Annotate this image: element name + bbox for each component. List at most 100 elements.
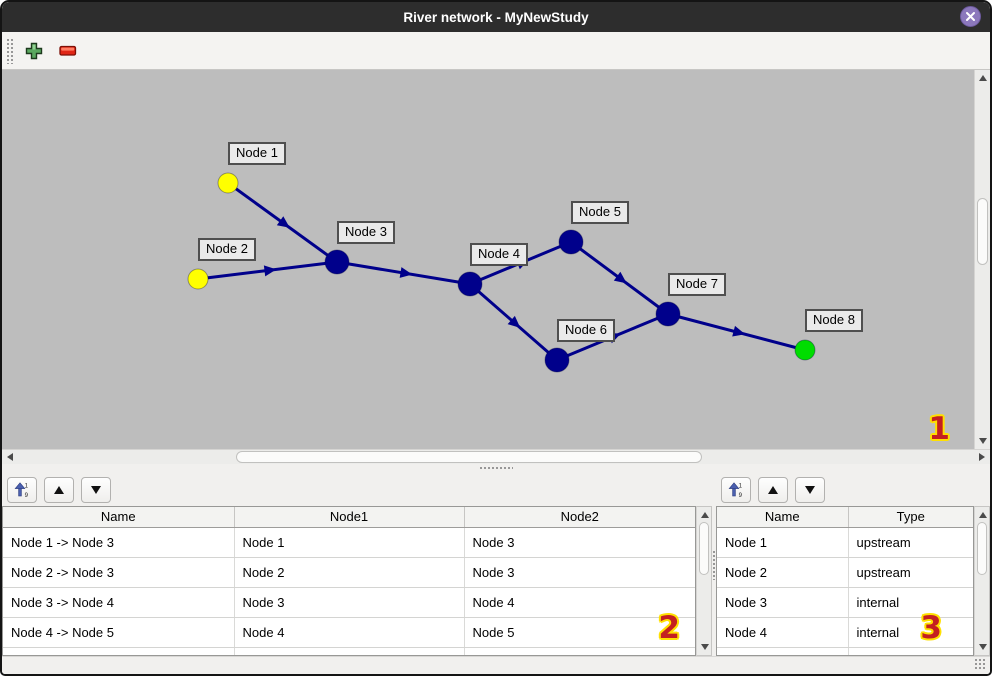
table-cell[interactable]: internal bbox=[848, 587, 973, 618]
node-node-2[interactable] bbox=[187, 268, 209, 290]
node-label[interactable]: Node 7 bbox=[668, 273, 726, 296]
sort-button[interactable]: 1 9 bbox=[7, 476, 37, 503]
table-cell[interactable]: Node 2 bbox=[717, 557, 849, 588]
column-header-type[interactable]: Type bbox=[848, 507, 973, 528]
links-toolbar: 1 9 bbox=[2, 473, 712, 506]
panel-number-1: 1 bbox=[928, 411, 950, 447]
column-header-name[interactable]: Name bbox=[717, 507, 849, 528]
table-cell[interactable]: Node 3 bbox=[464, 527, 695, 558]
scroll-left-icon[interactable] bbox=[7, 453, 13, 461]
splitter-handle[interactable] bbox=[479, 466, 513, 471]
table-cell[interactable]: Node 4 bbox=[717, 617, 849, 648]
move-up-button[interactable] bbox=[758, 476, 788, 503]
node-node-8[interactable] bbox=[794, 339, 816, 361]
table-cell[interactable]: Node 2 bbox=[234, 557, 465, 588]
table-row[interactable] bbox=[3, 647, 695, 655]
horizontal-splitter[interactable] bbox=[2, 464, 990, 473]
node-label[interactable]: Node 2 bbox=[198, 238, 256, 261]
node-node-6[interactable] bbox=[544, 347, 570, 373]
close-button[interactable] bbox=[960, 6, 981, 27]
node-node-7[interactable] bbox=[655, 301, 681, 327]
title-bar[interactable]: River network - MyNewStudy bbox=[2, 2, 990, 32]
node-label[interactable]: Node 6 bbox=[557, 319, 615, 342]
node-node-5[interactable] bbox=[558, 229, 584, 255]
canvas-hscroll-thumb[interactable] bbox=[236, 451, 702, 463]
close-icon bbox=[966, 12, 975, 21]
table-cell[interactable]: Node 5 bbox=[464, 617, 695, 648]
table-cell[interactable]: Node 3 bbox=[234, 587, 465, 618]
node-label[interactable]: Node 8 bbox=[805, 309, 863, 332]
table-cell[interactable]: Node 2 -> Node 3 bbox=[3, 557, 235, 588]
table-cell[interactable]: Node 1 bbox=[234, 527, 465, 558]
nodes-table-scrollbar[interactable] bbox=[974, 506, 990, 656]
move-up-button[interactable] bbox=[44, 476, 74, 503]
table-cell[interactable]: Node 1 bbox=[717, 527, 849, 558]
table-cell[interactable]: Node 1 -> Node 3 bbox=[3, 527, 235, 558]
up-arrow-icon bbox=[768, 485, 778, 494]
scroll-down-icon[interactable] bbox=[701, 644, 709, 650]
vertical-splitter[interactable] bbox=[712, 473, 716, 656]
table-cell[interactable]: Node 4 -> Node 5 bbox=[3, 617, 235, 648]
network-canvas[interactable]: 1 Node 1 Node 2 Node 3 Node 4 Node 5 Node 6 No… bbox=[2, 70, 974, 449]
sort-button[interactable]: 1 9 bbox=[721, 476, 751, 503]
table-cell[interactable]: Node 3 -> Node 4 bbox=[3, 587, 235, 618]
nodes-scroll-thumb[interactable] bbox=[977, 522, 987, 575]
table-cell[interactable]: internal bbox=[848, 617, 973, 648]
table-cell[interactable]: Node 3 bbox=[464, 557, 695, 588]
scroll-down-icon[interactable] bbox=[979, 438, 987, 444]
move-down-button[interactable] bbox=[81, 476, 111, 503]
add-button[interactable] bbox=[21, 38, 47, 64]
links-scroll-thumb[interactable] bbox=[699, 522, 709, 575]
node-label[interactable]: Node 1 bbox=[228, 142, 286, 165]
table-cell[interactable] bbox=[3, 647, 235, 655]
scroll-up-icon[interactable] bbox=[979, 75, 987, 81]
resize-grip[interactable] bbox=[974, 658, 987, 671]
down-arrow-icon bbox=[91, 485, 101, 494]
canvas-vscroll-thumb[interactable] bbox=[977, 198, 988, 265]
remove-button[interactable] bbox=[55, 38, 81, 64]
scroll-right-icon[interactable] bbox=[979, 453, 985, 461]
node-label[interactable]: Node 4 bbox=[470, 243, 528, 266]
node-node-4[interactable] bbox=[457, 271, 483, 297]
node-label[interactable]: Node 5 bbox=[571, 201, 629, 224]
table-cell[interactable]: Node 3 bbox=[717, 587, 849, 618]
table-cell[interactable] bbox=[717, 647, 849, 655]
node-node-1[interactable] bbox=[217, 172, 239, 194]
main-toolbar bbox=[2, 32, 990, 70]
column-header-name[interactable]: Name bbox=[3, 507, 235, 528]
table-cell[interactable]: upstream bbox=[848, 527, 973, 558]
toolbar-grip[interactable] bbox=[6, 37, 13, 64]
scroll-down-icon[interactable] bbox=[979, 644, 987, 650]
links-table-scrollbar[interactable] bbox=[696, 506, 712, 656]
scroll-up-icon[interactable] bbox=[979, 512, 987, 518]
node-label[interactable]: Node 3 bbox=[337, 221, 395, 244]
scroll-up-icon[interactable] bbox=[701, 512, 709, 518]
canvas-horizontal-scrollbar[interactable] bbox=[2, 449, 990, 464]
canvas-vertical-scrollbar[interactable] bbox=[974, 70, 990, 449]
table-row[interactable] bbox=[717, 647, 973, 655]
column-header-node2[interactable]: Node2 bbox=[464, 507, 695, 528]
move-down-button[interactable] bbox=[795, 476, 825, 503]
table-cell[interactable] bbox=[464, 647, 695, 655]
table-cell[interactable]: Node 4 bbox=[464, 587, 695, 618]
splitter-handle[interactable] bbox=[712, 549, 716, 580]
table-cell[interactable] bbox=[234, 647, 465, 655]
table-cell[interactable] bbox=[848, 647, 973, 655]
node-node-3[interactable] bbox=[324, 249, 350, 275]
table-cell[interactable]: Node 4 bbox=[234, 617, 465, 648]
column-header-node1[interactable]: Node1 bbox=[234, 507, 465, 528]
table-cell[interactable]: upstream bbox=[848, 557, 973, 588]
sort-ascending-icon: 1 9 bbox=[14, 481, 29, 498]
